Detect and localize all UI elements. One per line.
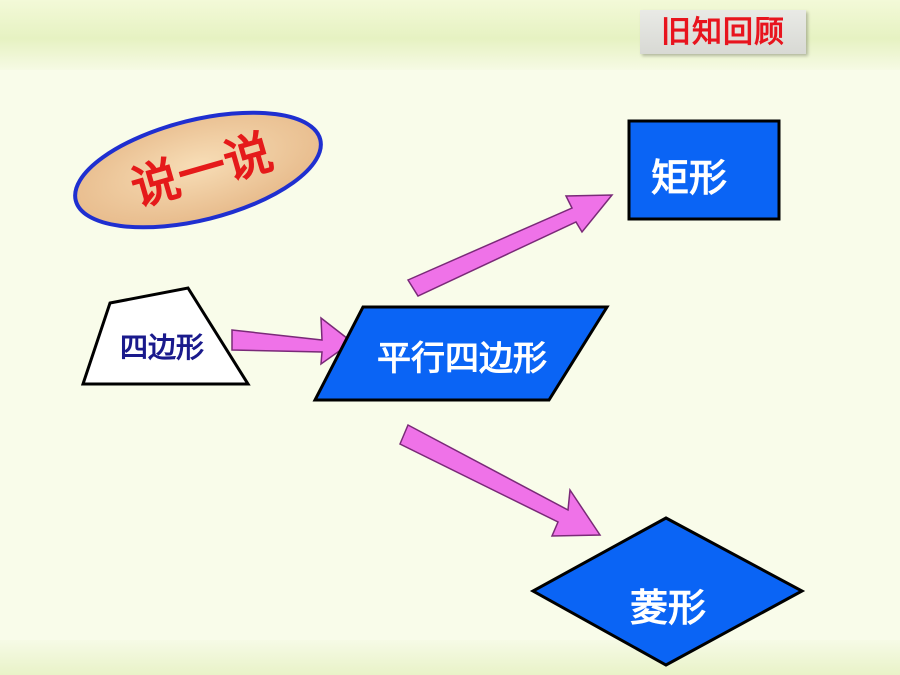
rhombus-label: 菱形	[629, 586, 706, 630]
parallelogram-shape	[312, 305, 610, 402]
rectangle-shape	[627, 119, 781, 221]
quadrilateral-shape	[80, 286, 251, 386]
badge-ellipse	[73, 110, 323, 230]
bottom-band	[0, 640, 900, 675]
arrow-to-rectangle	[406, 194, 614, 297]
arrow-to-rhombus	[399, 423, 602, 537]
slide-title: 旧知回顾	[661, 15, 785, 50]
rectangle-label: 矩形	[650, 156, 727, 200]
rhombus-shape	[529, 516, 806, 667]
quadrilateral-label: 四边形	[119, 331, 204, 364]
parallelogram-label: 平行四边形	[377, 339, 547, 379]
title-tab	[640, 10, 806, 54]
arrow-to-parallelogram	[231, 316, 354, 366]
